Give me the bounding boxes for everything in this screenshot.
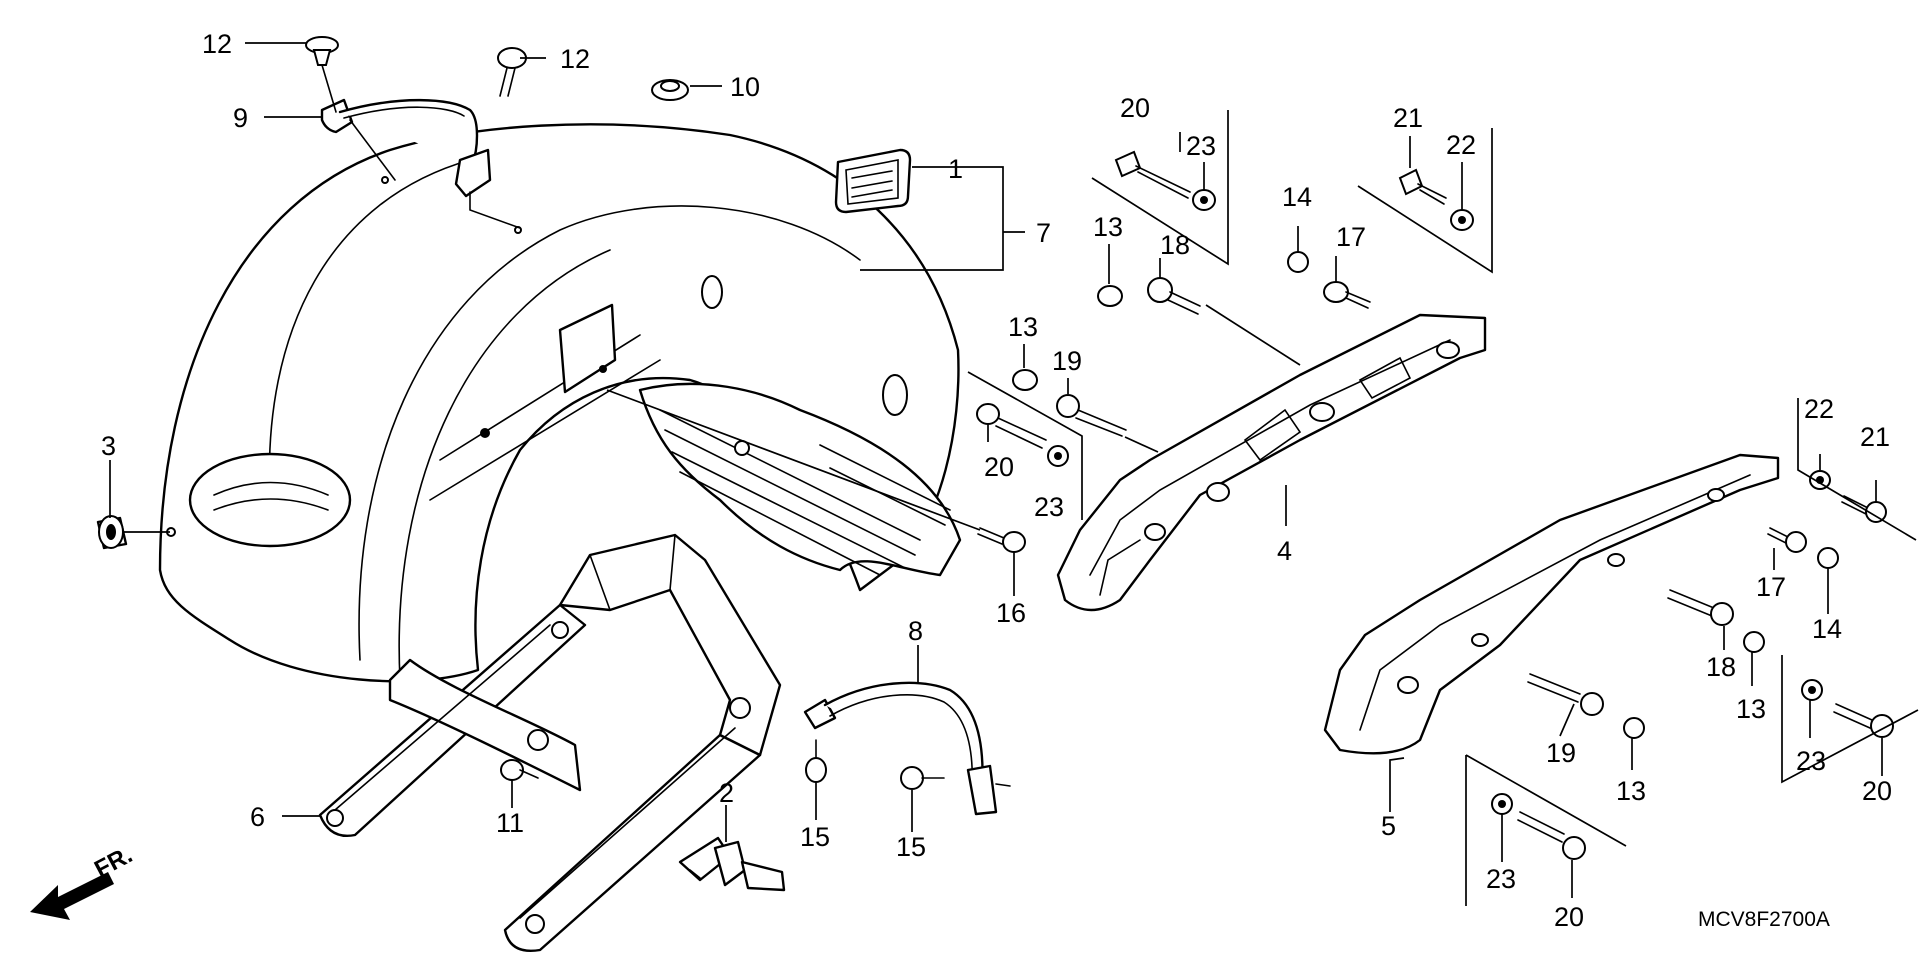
callout-6: 6: [250, 802, 265, 832]
bolt-18-upper: [1147, 277, 1201, 315]
bolt-17-lower: [1767, 527, 1807, 553]
front-direction-indicator: FR.: [30, 841, 137, 920]
front-label: FR.: [90, 841, 137, 883]
fender-stay: [318, 533, 782, 952]
bolt-20-lower: [1517, 811, 1586, 860]
nut-13-upper: [1097, 285, 1123, 307]
callout-8: 8: [908, 616, 923, 646]
bolt-15-right: [900, 766, 945, 790]
callout-5: 5: [1381, 811, 1396, 841]
callout-15-right: 15: [896, 832, 926, 862]
callout-15-left: 15: [800, 822, 830, 852]
bolt-16: [977, 527, 1026, 553]
bolt-20-top: [1114, 150, 1191, 199]
front-arrow-icon: [30, 872, 114, 920]
nut-13-lower: [1623, 717, 1645, 739]
callout-17-upper: 17: [1336, 222, 1366, 252]
callout-1: 1: [948, 154, 963, 184]
callout-10: 10: [730, 72, 760, 102]
callout-20-lower: 20: [1554, 902, 1584, 932]
callout-4: 4: [1277, 536, 1292, 566]
nut-13-right: [1743, 631, 1765, 653]
drawing-code: MCV8F2700A: [1698, 908, 1830, 931]
callout-13-mid: 13: [1008, 312, 1038, 342]
bolt-21-top: [1398, 168, 1447, 205]
grommet-10: [651, 79, 689, 101]
callout-9: 9: [233, 103, 248, 133]
grab-rail-left: [1056, 313, 1487, 612]
screw-12-right: [497, 47, 527, 97]
callout-23-top: 23: [1186, 131, 1216, 161]
callout-12-right: 12: [560, 44, 590, 74]
callout-14-lower: 14: [1812, 614, 1842, 644]
callout-13-lower: 13: [1616, 776, 1646, 806]
callout-22-right: 22: [1804, 394, 1834, 424]
callout-7: 7: [1036, 218, 1051, 248]
bolt-19-upper: [1056, 394, 1127, 437]
callout-19-lower: 19: [1546, 738, 1576, 768]
harness-stay: [803, 681, 1011, 816]
bolt-19-lower: [1527, 673, 1604, 716]
nut-14-lower: [1817, 547, 1839, 569]
callout-23-mid: 23: [1034, 492, 1064, 522]
callout-13-right: 13: [1736, 694, 1766, 724]
callout-19-upper: 19: [1052, 346, 1082, 376]
group-brackets: [967, 110, 1919, 906]
callout-2: 2: [719, 778, 734, 808]
bolt-18-lower: [1667, 589, 1734, 626]
callout-labels: 1 2 3 4 5 6 7 8 9 10 11 12 12 13 13 13 1…: [101, 29, 1892, 932]
callout-21-right: 21: [1860, 422, 1890, 452]
callout-20-top: 20: [1120, 93, 1150, 123]
callout-23-right: 23: [1796, 746, 1826, 776]
callout-18-upper: 18: [1160, 230, 1190, 260]
bolt-21-right: [1841, 495, 1887, 523]
callout-17-lower: 17: [1756, 572, 1786, 602]
callout-21-top: 21: [1393, 103, 1423, 133]
callout-20-mid: 20: [984, 452, 1014, 482]
bolt-20-right: [1833, 703, 1894, 738]
bolt-17-upper: [1323, 281, 1371, 309]
nut-14-upper: [1287, 251, 1309, 273]
screw-12-left: [305, 36, 339, 113]
grab-rail-right: [1323, 453, 1780, 755]
callout-14-upper: 14: [1282, 182, 1312, 212]
callout-11: 11: [496, 808, 524, 838]
helmet-holder: [678, 836, 786, 892]
nut-13-mid: [1012, 369, 1038, 391]
callout-22-top: 22: [1446, 130, 1476, 160]
harness-clamp: [320, 98, 521, 229]
callout-12-left: 12: [202, 29, 232, 59]
callout-16: 16: [996, 598, 1026, 628]
bolt-15-left: [805, 739, 827, 783]
callout-23-lower: 23: [1486, 864, 1516, 894]
callout-20-right: 20: [1862, 776, 1892, 806]
rear-reflector: [834, 148, 912, 214]
callout-18-lower: 18: [1706, 652, 1736, 682]
callout-13-upper: 13: [1093, 212, 1123, 242]
leader-lines: [109, 42, 1883, 898]
callout-3: 3: [101, 431, 116, 461]
grommet-3: [96, 515, 128, 550]
